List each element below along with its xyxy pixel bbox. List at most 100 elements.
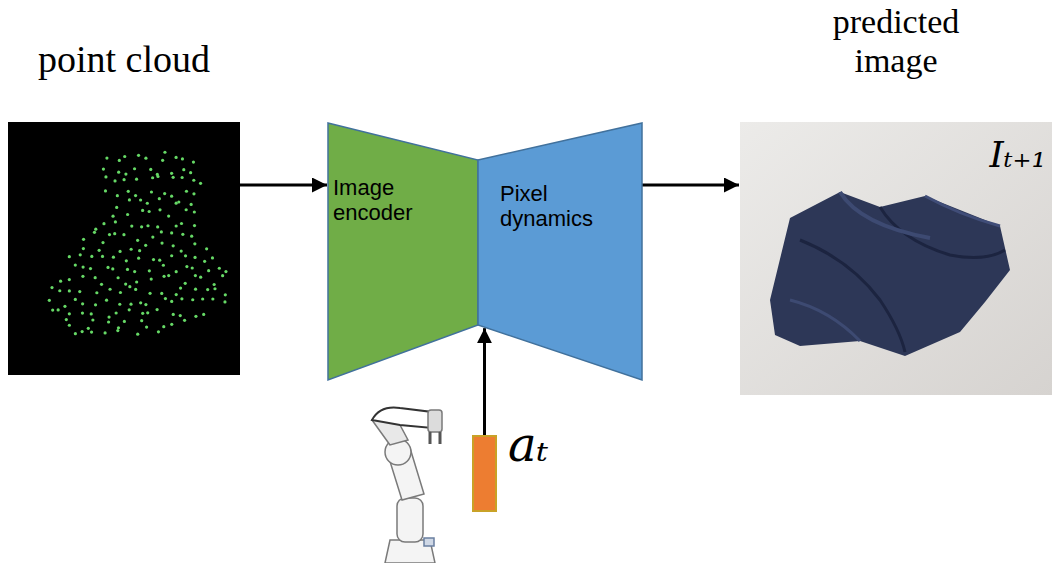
- cloud-point: [104, 175, 107, 178]
- predicted-image: [740, 122, 1052, 395]
- cloud-point: [81, 302, 84, 305]
- cloud-point: [160, 230, 163, 233]
- cloud-point: [136, 239, 139, 242]
- image-heading: predicted image: [796, 2, 996, 80]
- cloud-point: [158, 259, 161, 262]
- cloud-point: [158, 208, 161, 211]
- image-node: predicted imageIₜ₊₁: [740, 122, 1052, 395]
- cloud-point: [65, 318, 68, 321]
- cloud-point: [162, 275, 165, 278]
- cloud-point: [177, 200, 180, 203]
- cloud-point: [128, 285, 131, 288]
- cloud-point: [79, 253, 82, 256]
- trapezoid-shape: [328, 123, 478, 380]
- cloud-point: [111, 215, 114, 218]
- cloud-point: [172, 244, 175, 247]
- cloud-point: [89, 267, 92, 270]
- cloud-point: [160, 241, 163, 244]
- cloud-point: [129, 303, 132, 306]
- cloud-point: [94, 276, 97, 279]
- cloud-point: [148, 269, 151, 272]
- cloud-point: [82, 238, 85, 241]
- cloud-point: [128, 198, 131, 201]
- cloud-point: [167, 274, 170, 277]
- cloud-point: [48, 299, 51, 302]
- cloud-point: [118, 250, 121, 253]
- cloud-point: [122, 178, 125, 181]
- cloud-point: [113, 179, 116, 182]
- cloud-point: [115, 206, 118, 209]
- cloud-point: [102, 222, 105, 225]
- cloud-point: [137, 257, 140, 260]
- cloud-point: [181, 157, 184, 160]
- cloud-point: [144, 157, 147, 160]
- cloud-point: [155, 308, 158, 311]
- cloud-point: [114, 220, 117, 223]
- cloud-point: [94, 228, 97, 231]
- cloud-point: [180, 222, 183, 225]
- cloud-point: [193, 210, 196, 213]
- cloud-point: [170, 300, 173, 303]
- cloud-point: [164, 297, 167, 300]
- cloud-point: [170, 172, 173, 175]
- cloud-point: [194, 288, 197, 291]
- cloud-point: [203, 260, 206, 263]
- cloth: [770, 192, 1010, 356]
- cloud-point: [81, 330, 84, 333]
- flow-arrow: [642, 184, 739, 187]
- trapezoid-outline: [328, 123, 478, 380]
- cloud-point: [140, 225, 143, 228]
- cloud-point: [117, 276, 120, 279]
- cloud-point: [113, 232, 116, 235]
- cloud-point: [152, 258, 155, 261]
- cloud-point: [150, 277, 153, 280]
- cloud-point: [180, 249, 183, 252]
- cloud-point: [68, 324, 71, 327]
- cloud-point: [130, 224, 133, 227]
- cloud-point: [103, 331, 106, 334]
- action-symbol: aₜ: [508, 417, 548, 472]
- cloud-point: [112, 256, 115, 259]
- cloud-point: [82, 247, 85, 250]
- cloud-point: [59, 280, 62, 283]
- cloud-point: [124, 173, 127, 176]
- cloud-point: [118, 303, 121, 306]
- cloud-point: [57, 308, 60, 311]
- cloud-point: [95, 291, 98, 294]
- cloud-point: [199, 276, 202, 279]
- cloud-point: [194, 315, 197, 318]
- cloud-point: [135, 280, 138, 283]
- flow-arrow: [240, 184, 327, 187]
- cloud-point: [146, 311, 149, 314]
- cloud-point: [172, 176, 175, 179]
- cloud-point: [224, 270, 227, 273]
- cloud-point: [148, 210, 151, 213]
- cloud-point: [172, 313, 175, 316]
- cloud-point: [201, 297, 204, 300]
- cloud-point: [179, 286, 182, 289]
- cloud-point: [161, 159, 164, 162]
- encoder-trapezoid: Image encoder: [328, 123, 478, 380]
- cloud-point: [192, 160, 195, 163]
- cloud-point: [134, 288, 137, 291]
- cloud-point: [163, 192, 166, 195]
- cloud-point: [105, 299, 108, 302]
- cloud-point: [105, 157, 108, 160]
- cloud-point: [68, 278, 71, 281]
- cloud-point: [199, 182, 202, 185]
- cloud-point: [160, 292, 163, 295]
- cloud-point: [50, 286, 53, 289]
- cloud-point: [119, 291, 122, 294]
- cloud-point: [123, 155, 126, 158]
- cloud-point: [126, 213, 129, 216]
- cloud-point: [74, 264, 77, 267]
- cloud-point: [156, 225, 159, 228]
- cloud-point: [107, 315, 110, 318]
- cloud-point: [224, 293, 227, 296]
- cloud-point: [63, 305, 66, 308]
- cloud-point: [150, 190, 153, 193]
- cloud-point: [182, 168, 185, 171]
- cloud-point: [207, 269, 210, 272]
- cloud-point: [87, 327, 90, 330]
- cloud-point: [136, 333, 139, 336]
